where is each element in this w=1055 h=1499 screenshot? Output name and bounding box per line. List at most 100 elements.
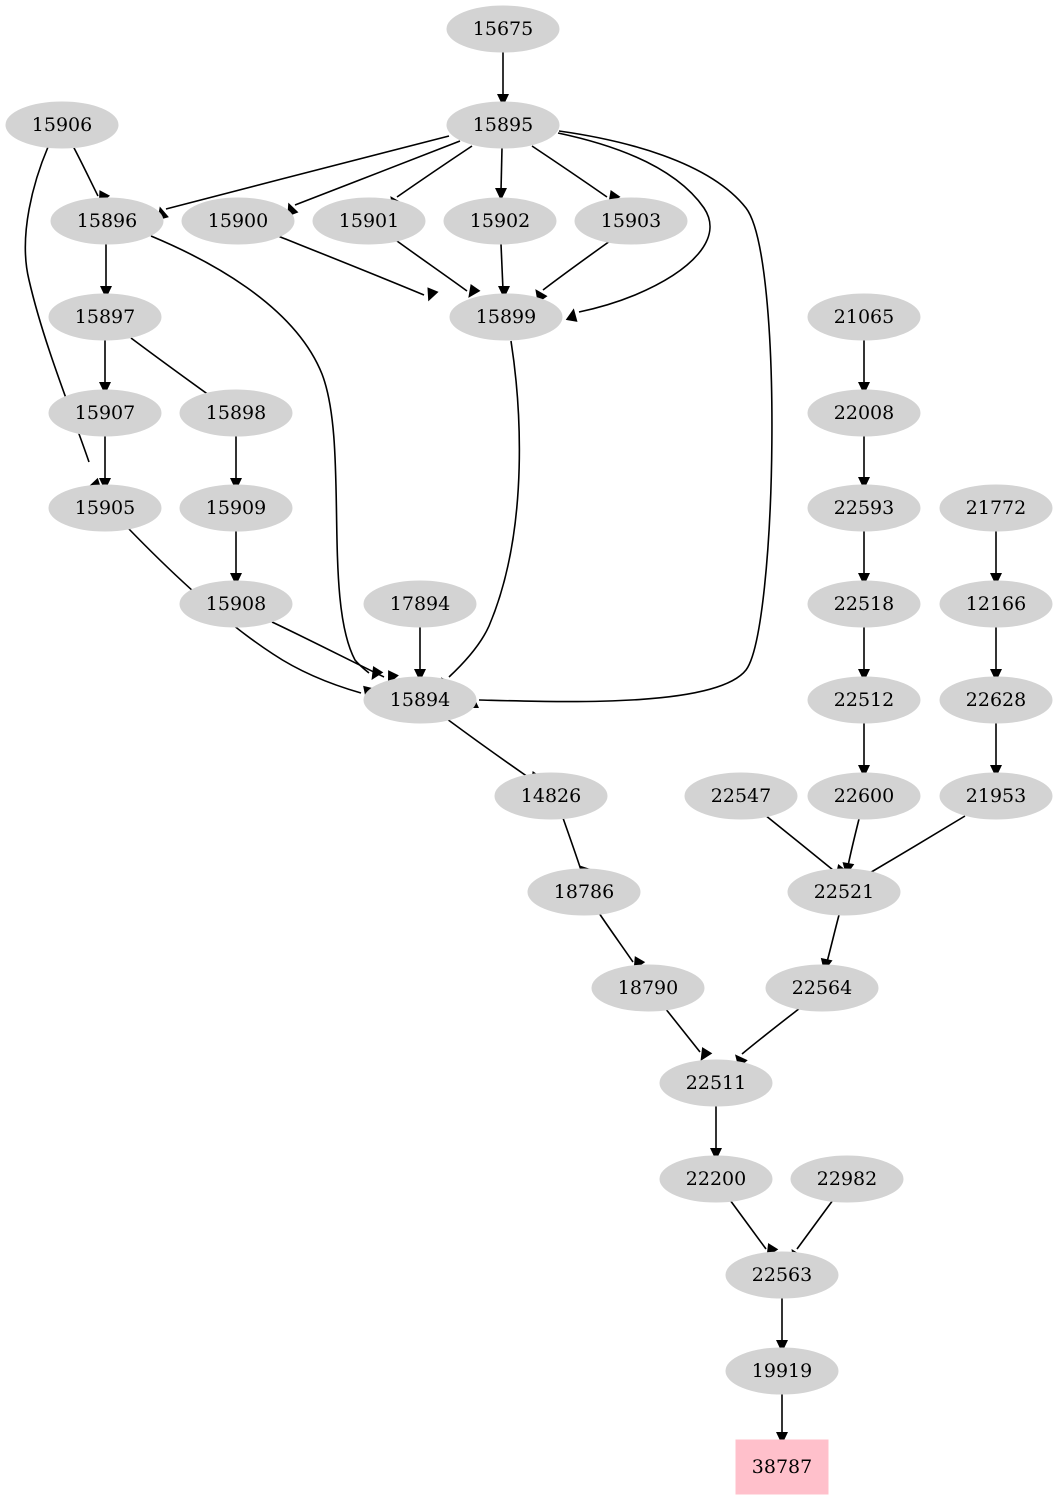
node-shape-ellipse[interactable]	[48, 389, 162, 437]
graph-node[interactable]: 22982	[790, 1155, 904, 1203]
edge-line	[271, 621, 385, 678]
edge-arrowhead	[776, 1432, 788, 1445]
graph-node[interactable]: 15906	[5, 101, 119, 149]
node-shape-ellipse[interactable]	[494, 772, 608, 820]
edge-line	[127, 527, 362, 694]
edge-line	[396, 145, 473, 198]
graph-node[interactable]: 14826	[494, 772, 608, 820]
graph-node[interactable]: 22600	[807, 772, 921, 820]
node-shape-ellipse[interactable]	[807, 676, 921, 724]
graph-node[interactable]: 18786	[527, 868, 641, 916]
graph-node[interactable]: 15894	[363, 676, 477, 724]
graph-edge	[990, 531, 1002, 586]
graph-node[interactable]: 15902	[443, 197, 557, 245]
node-shape-ellipse[interactable]	[574, 197, 688, 245]
graph-node[interactable]: 15900	[181, 197, 295, 245]
graph-node[interactable]: 22547	[684, 772, 798, 820]
graph-node[interactable]: 12166	[939, 580, 1053, 628]
node-shape-ellipse[interactable]	[446, 101, 560, 149]
graph-node[interactable]: 22563	[725, 1251, 839, 1299]
node-shape-ellipse[interactable]	[807, 389, 921, 437]
graph-node[interactable]: 15675	[446, 5, 560, 53]
graph-node[interactable]: 15907	[48, 389, 162, 437]
edge-arrowhead	[497, 94, 509, 107]
node-shape-ellipse[interactable]	[787, 868, 901, 916]
graph-node[interactable]: 15897	[48, 293, 162, 341]
graph-node[interactable]: 22521	[787, 868, 901, 916]
graph-node[interactable]: 22518	[807, 580, 921, 628]
node-shape-rect[interactable]	[735, 1439, 829, 1495]
graph-edge	[820, 914, 840, 972]
node-shape-ellipse[interactable]	[725, 1251, 839, 1299]
edge-line	[130, 337, 214, 399]
graph-edge	[734, 1007, 801, 1068]
graph-edge	[776, 1394, 788, 1445]
graph-node[interactable]: 22628	[939, 676, 1053, 724]
graph-node[interactable]: 22593	[807, 484, 921, 532]
node-shape-ellipse[interactable]	[939, 484, 1053, 532]
edge-line	[562, 817, 582, 871]
node-shape-ellipse[interactable]	[181, 197, 295, 245]
node-shape-ellipse[interactable]	[659, 1059, 773, 1107]
node-shape-ellipse[interactable]	[939, 580, 1053, 628]
node-shape-ellipse[interactable]	[807, 772, 921, 820]
graph-edge	[729, 1199, 779, 1257]
graph-node[interactable]: 15903	[574, 197, 688, 245]
graph-node[interactable]: 15896	[50, 197, 164, 245]
graph-node[interactable]: 18790	[591, 964, 705, 1012]
graph-node[interactable]: 15908	[179, 580, 293, 628]
node-shape-ellipse[interactable]	[725, 1347, 839, 1395]
graph-node[interactable]: 19919	[725, 1347, 839, 1395]
node-shape-ellipse[interactable]	[591, 964, 705, 1012]
graph-node[interactable]: 21065	[807, 293, 921, 341]
node-shape-ellipse[interactable]	[939, 676, 1053, 724]
graph-node[interactable]: 22511	[659, 1059, 773, 1107]
edge-arrowhead	[990, 765, 1002, 778]
node-shape-ellipse[interactable]	[449, 293, 563, 341]
edge-line	[847, 818, 860, 867]
node-shape-ellipse[interactable]	[527, 868, 641, 916]
node-shape-ellipse[interactable]	[765, 964, 879, 1012]
node-shape-ellipse[interactable]	[659, 1155, 773, 1203]
node-shape-ellipse[interactable]	[363, 580, 477, 628]
node-shape-ellipse[interactable]	[179, 389, 293, 437]
graph-node[interactable]: 22008	[807, 389, 921, 437]
node-shape-ellipse[interactable]	[48, 293, 162, 341]
node-shape-ellipse[interactable]	[312, 197, 426, 245]
graph-node[interactable]: 15909	[179, 484, 293, 532]
node-shape-ellipse[interactable]	[790, 1155, 904, 1203]
edge-line	[664, 1007, 701, 1053]
graph-edge	[498, 243, 510, 299]
graph-node[interactable]: 38787	[735, 1439, 829, 1495]
node-shape-ellipse[interactable]	[363, 676, 477, 724]
graph-node[interactable]: 22512	[807, 676, 921, 724]
graph-edge	[858, 531, 870, 586]
graph-node[interactable]: 15898	[179, 389, 293, 437]
edge-arrowhead	[990, 669, 1002, 682]
node-shape-ellipse[interactable]	[50, 197, 164, 245]
graph-node[interactable]: 15905	[48, 484, 162, 532]
graph-node[interactable]: 21772	[939, 484, 1053, 532]
graph-node[interactable]: 15895	[446, 101, 560, 149]
graph-edge	[858, 340, 870, 395]
graph-node[interactable]: 17894	[363, 580, 477, 628]
graph-node[interactable]: 21953	[939, 772, 1053, 820]
node-shape-ellipse[interactable]	[807, 293, 921, 341]
node-shape-ellipse[interactable]	[446, 5, 560, 53]
node-shape-ellipse[interactable]	[48, 484, 162, 532]
edge-arrowhead	[427, 287, 439, 302]
graph-node[interactable]: 22200	[659, 1155, 773, 1203]
node-shape-ellipse[interactable]	[179, 580, 293, 628]
graph-edge	[710, 1106, 722, 1161]
graph-node[interactable]: 15899	[449, 293, 563, 341]
node-shape-ellipse[interactable]	[807, 580, 921, 628]
node-shape-ellipse[interactable]	[807, 484, 921, 532]
node-shape-ellipse[interactable]	[939, 772, 1053, 820]
node-shape-ellipse[interactable]	[684, 772, 798, 820]
node-shape-ellipse[interactable]	[179, 484, 293, 532]
graph-node[interactable]: 22564	[765, 964, 879, 1012]
graph-node[interactable]: 15901	[312, 197, 426, 245]
node-shape-ellipse[interactable]	[443, 197, 557, 245]
node-shape-ellipse[interactable]	[5, 101, 119, 149]
